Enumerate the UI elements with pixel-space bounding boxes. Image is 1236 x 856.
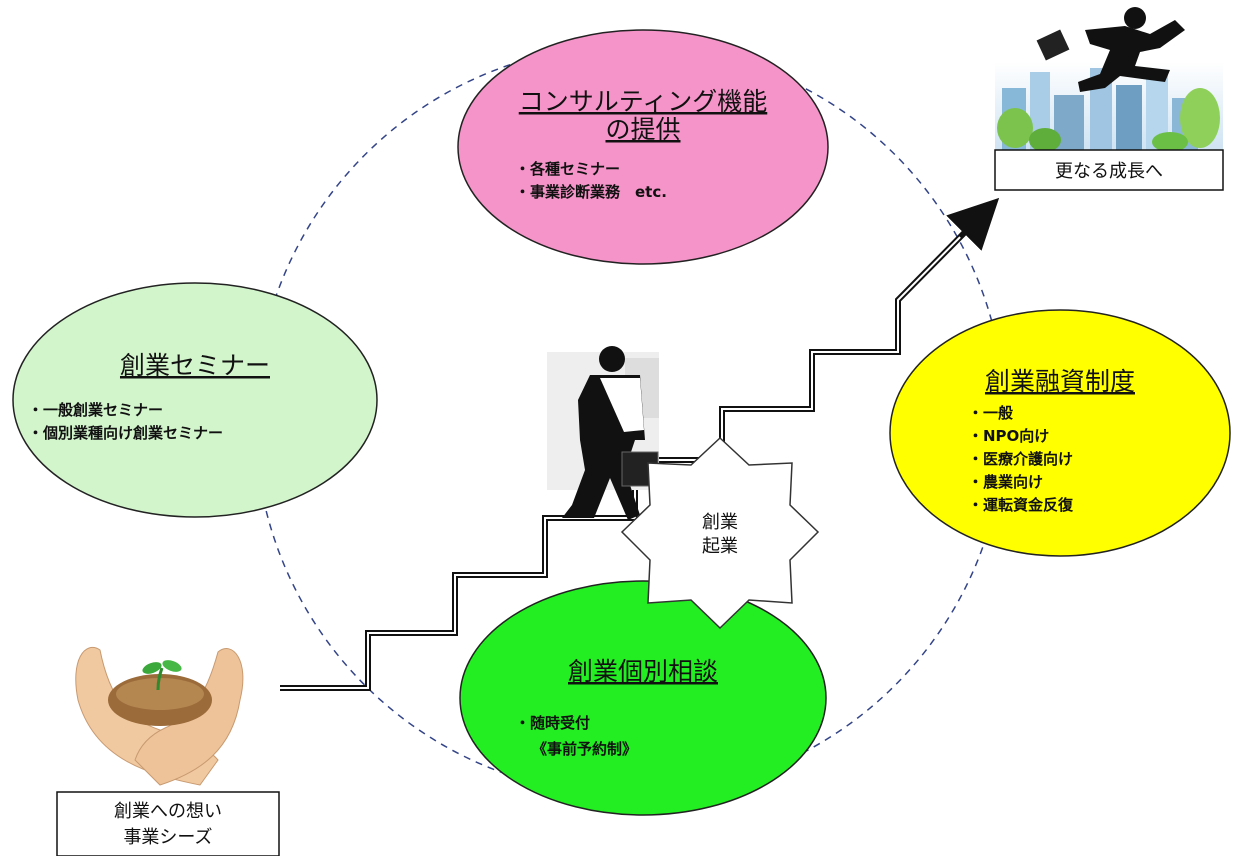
financing-item: ・一般 [968, 404, 1013, 422]
consulting-title-line1: コンサルティング機能 [519, 87, 768, 116]
growth-box-label: 更なる成長へ [1055, 161, 1163, 182]
consultation-item: 《事前予約制》 [532, 740, 637, 758]
financing-item: ・農業向け [968, 473, 1043, 491]
consulting-item: ・事業診断業務 etc. [515, 183, 667, 201]
seminar-ellipse: 創業セミナー ・一般創業セミナー ・個別業種向け創業セミナー [12, 282, 378, 518]
seminar-item: ・一般創業セミナー [28, 401, 163, 419]
financing-item: ・NPO向け [968, 427, 1049, 445]
consultation-ellipse: 創業個別相談 ・随時受付 《事前予約制》 [459, 580, 827, 816]
growth-box: 更なる成長へ [994, 149, 1224, 191]
startup-badge-line2: 起業 [702, 536, 738, 557]
startup-badge-line1: 創業 [702, 512, 738, 533]
financing-title: 創業融資制度 [985, 367, 1135, 396]
consulting-title-line2: の提供 [605, 115, 680, 144]
financing-item: ・医療介護向け [968, 450, 1073, 468]
consultation-item: ・随時受付 [515, 714, 590, 732]
city-growth-image [995, 7, 1223, 152]
seed-box-line1: 創業への想い [114, 801, 222, 822]
seed-box: 創業への想い 事業シーズ [56, 791, 280, 856]
financing-item: ・運転資金反復 [968, 496, 1074, 514]
hands-with-sprout-image [75, 647, 244, 786]
consulting-ellipse: コンサルティング機能 の提供 ・各種セミナー ・事業診断業務 etc. [457, 29, 829, 265]
consultation-title: 創業個別相談 [568, 657, 718, 686]
seminar-item: ・個別業種向け創業セミナー [28, 424, 223, 442]
seed-box-line2: 事業シーズ [123, 827, 212, 848]
startup-badge: 創業 起業 [620, 436, 820, 630]
financing-ellipse: 創業融資制度 ・一般 ・NPO向け ・医療介護向け ・農業向け ・運転資金反復 [889, 309, 1231, 557]
seminar-title: 創業セミナー [120, 351, 270, 380]
consulting-item: ・各種セミナー [515, 160, 620, 178]
climbing-businessman-image [547, 346, 659, 520]
